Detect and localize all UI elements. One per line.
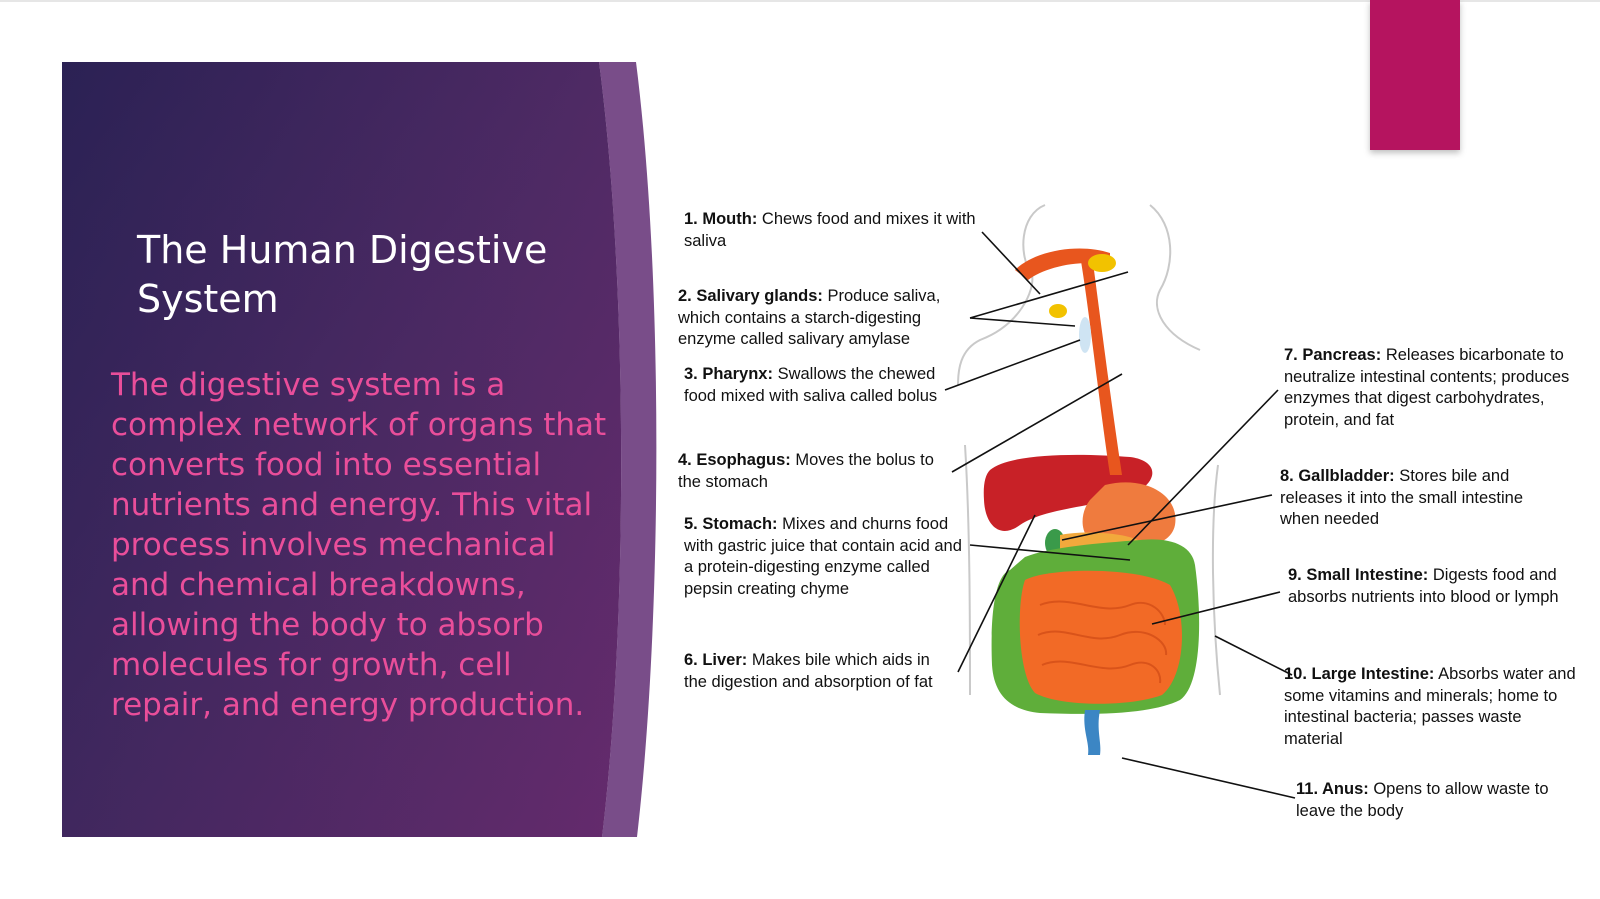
label-salivary-glands: 2. Salivary glands: Produce saliva, whic… <box>678 287 941 348</box>
panel-background <box>62 62 657 837</box>
top-border <box>0 0 1600 2</box>
label-gallbladder: 8. Gallbladder: Stores bile and releases… <box>1280 467 1524 528</box>
label-stomach: 5. Stomach: Mixes and churns food with g… <box>684 515 962 598</box>
label-small-intestine: 9. Small Intestine: Digests food and abs… <box>1288 566 1559 606</box>
label-pharynx: 3. Pharynx: Swallows the chewed food mix… <box>684 365 938 405</box>
slide-body-text: The digestive system is a complex networ… <box>111 367 607 723</box>
label-mouth: 1. Mouth: Chews food and mixes it with s… <box>684 210 976 250</box>
label-large-intestine: 10. Large Intestine: Absorbs water and s… <box>1284 665 1576 748</box>
accent-tab <box>1370 0 1460 150</box>
title-panel <box>62 62 662 837</box>
label-pancreas: 7. Pancreas: Releases bicarbonate to neu… <box>1284 346 1570 429</box>
label-esophagus: 4. Esophagus: Moves the bolus to the sto… <box>678 451 934 491</box>
label-anus: 11. Anus: Opens to allow waste to leave … <box>1296 780 1549 820</box>
label-liver: 6. Liver: Makes bile which aids in the d… <box>684 651 933 691</box>
slide-title: The Human Digestive System <box>137 228 548 321</box>
